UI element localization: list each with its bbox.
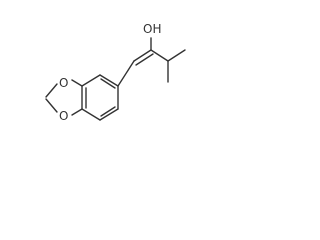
bond-ring-to-oxygen-bottom bbox=[71, 108, 83, 116]
bond-oxygen-top-to-methylene bbox=[45, 83, 58, 98]
bond-ring-to-vinyl bbox=[117, 60, 135, 87]
oxygen-label-bottom: O bbox=[59, 109, 68, 123]
bond-vinyl-double-inner bbox=[135, 53, 154, 66]
bond-ring-left-top bbox=[99, 74, 119, 87]
bond-ring-to-oxygen-top bbox=[71, 79, 83, 87]
bond-ring-bottom bbox=[99, 108, 119, 121]
structure-canvas: O O OH bbox=[0, 0, 215, 150]
bond-vinyl-double bbox=[133, 49, 152, 62]
bond-ring-bottom-inner bbox=[100, 106, 116, 117]
bond-ring-left-top-inner bbox=[100, 78, 116, 89]
oxygen-label-top: O bbox=[59, 76, 68, 90]
bond-isopropyl-to-methyl-top bbox=[167, 49, 186, 62]
dioxole-ring: O O bbox=[45, 76, 83, 123]
bond-oxygen-bottom-to-methylene bbox=[45, 98, 58, 113]
bond-carbinol-to-isopropyl bbox=[150, 49, 169, 62]
bond-ring-top-left bbox=[81, 74, 101, 87]
chemical-structure-diagram: O O OH bbox=[45, 22, 186, 123]
bond-ring-top-right bbox=[81, 108, 101, 121]
side-chain: OH bbox=[117, 22, 186, 87]
benzene-ring bbox=[81, 74, 119, 121]
hydroxyl-label: OH bbox=[143, 22, 161, 36]
